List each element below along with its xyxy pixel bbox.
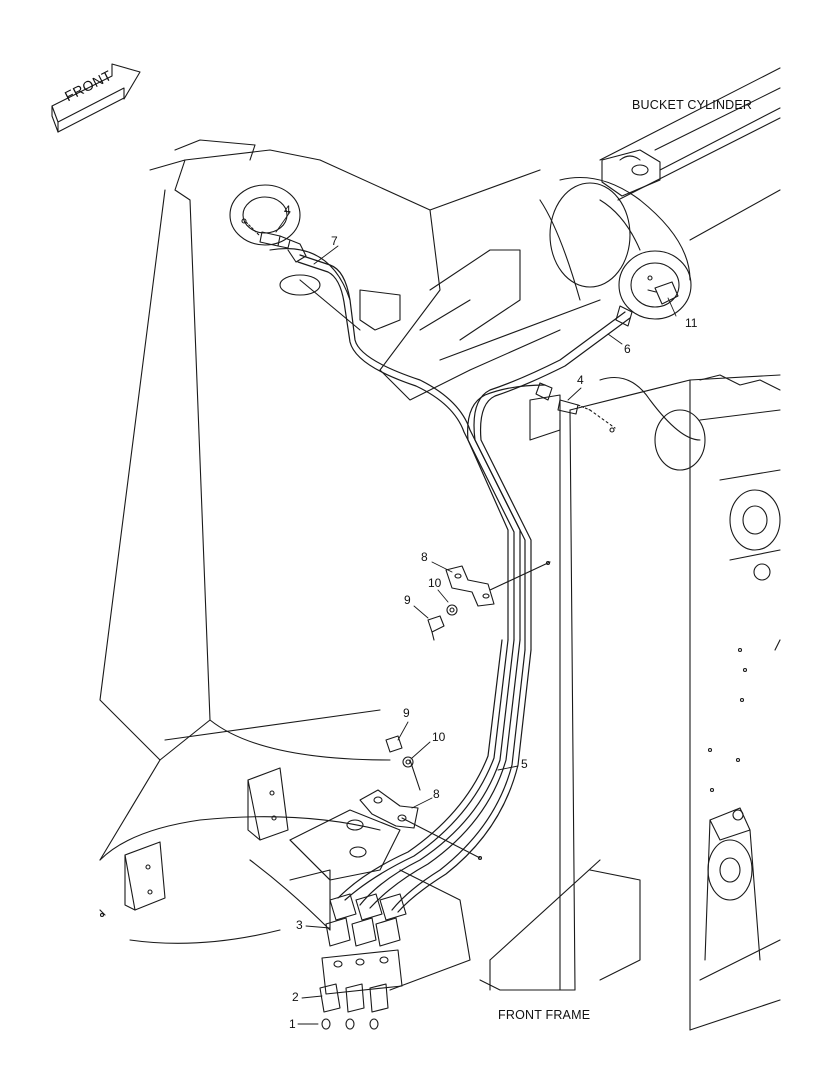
callout-4-lower: 4: [577, 373, 584, 387]
callout-5: 5: [521, 757, 528, 771]
callout-4-upper: 4: [284, 203, 291, 217]
front-frame: [479, 374, 781, 1031]
leader-lines: [275, 211, 677, 1025]
callout-3: 3: [296, 918, 303, 932]
callout-11: 11: [685, 316, 698, 330]
callout-10-upper: 10: [428, 576, 442, 590]
hydraulic-tubes: [297, 254, 631, 913]
bucket-cylinder: [539, 67, 781, 320]
lower-frame: [99, 767, 471, 991]
boom-structure: [99, 139, 601, 861]
callout-8-lower: 8: [433, 787, 440, 801]
clamp-upper: [427, 560, 551, 641]
callout-10-lower: 10: [432, 730, 446, 744]
callout-6: 6: [624, 342, 631, 356]
callout-8-upper: 8: [421, 550, 428, 564]
front-arrow: [51, 63, 141, 133]
callout-9-upper: 9: [404, 593, 411, 607]
lower-fitting-stack: [319, 893, 407, 1030]
callout-2: 2: [292, 990, 299, 1004]
front-frame-label: FRONT FRAME: [498, 1008, 591, 1022]
clamp-lower: [359, 735, 483, 861]
callout-1: 1: [289, 1017, 296, 1031]
bucket-cylinder-label: BUCKET CYLINDER: [632, 98, 753, 112]
upper-fittings: [241, 218, 679, 433]
callout-7: 7: [331, 234, 338, 248]
callout-9-lower: 9: [403, 706, 410, 720]
